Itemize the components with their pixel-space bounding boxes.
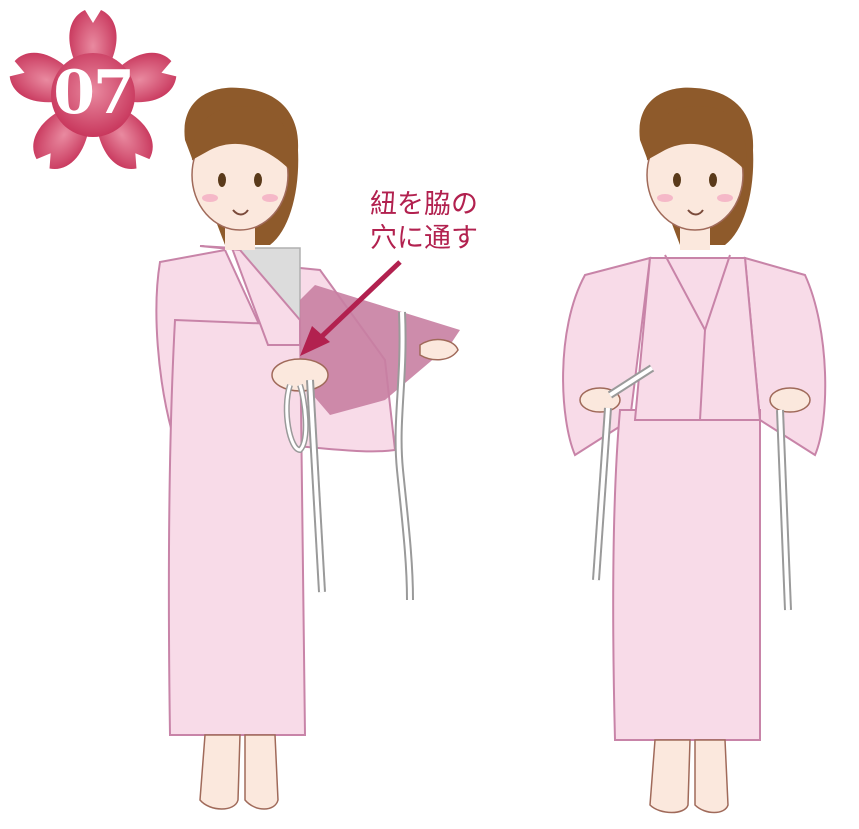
arrow-icon <box>300 260 402 356</box>
callout-text: 紐を脇の 穴に通す <box>370 188 510 256</box>
callout-line-2: 穴に通す <box>370 223 478 254</box>
right-figure <box>562 87 827 814</box>
callout-line-1: 紐を脇の <box>370 189 478 220</box>
sakura-flower-icon <box>9 10 177 169</box>
